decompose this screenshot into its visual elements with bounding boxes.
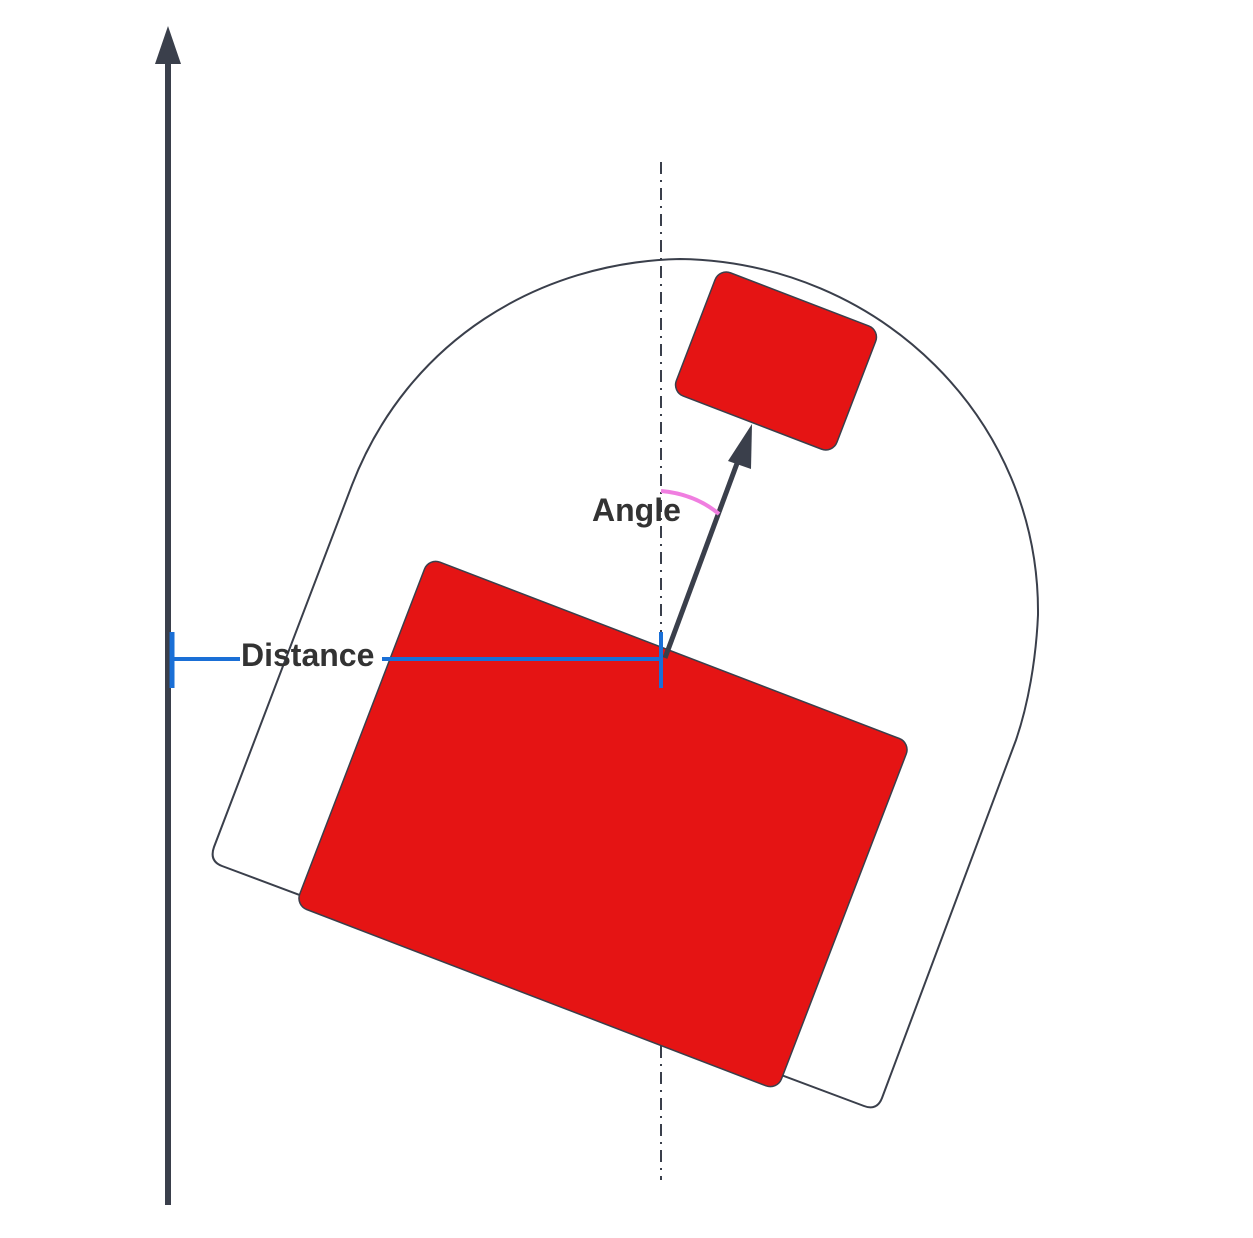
drive-block (298, 560, 908, 1088)
heading-arrowhead-icon (728, 424, 752, 469)
angle-label: Angle (592, 492, 681, 528)
distance-label: Distance (241, 637, 374, 673)
heading-vector (662, 424, 752, 659)
reference-axis (155, 26, 181, 1205)
distance-dimension (169, 632, 663, 688)
head-block (674, 271, 878, 451)
robot-body-outline (211, 257, 1040, 1109)
angle-arc (660, 489, 721, 516)
heading-arrow-line (662, 457, 742, 659)
reference-axis-arrowhead-icon (155, 26, 181, 64)
